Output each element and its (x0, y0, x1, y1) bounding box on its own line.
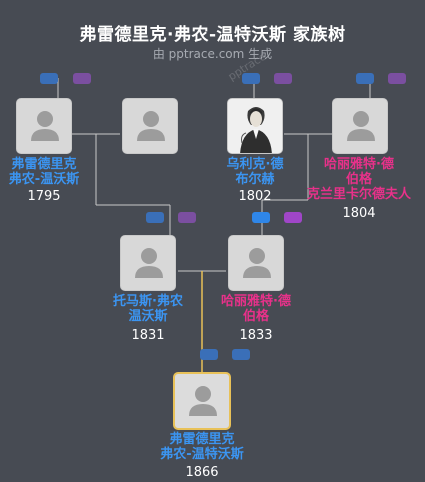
name-line: 温沃斯 (128, 309, 168, 324)
person-card[interactable] (122, 98, 178, 154)
expand-father-button[interactable] (200, 349, 218, 360)
name-line: 托马斯·弗农 (113, 294, 183, 309)
person-card[interactable] (16, 98, 72, 154)
avatar-icon (347, 111, 375, 141)
person-card[interactable] (120, 235, 176, 291)
expand-father-button[interactable] (242, 73, 260, 84)
expand-mother-button[interactable] (284, 212, 302, 223)
portrait-icon (228, 99, 282, 153)
person-year: 1795 (27, 189, 61, 204)
avatar-icon (189, 386, 217, 416)
name-line: 弗雷德里克 (169, 432, 235, 447)
expand-mother-button[interactable] (388, 73, 406, 84)
page-title: 弗雷德里克·弗农-温特沃斯 家族树 (79, 25, 346, 45)
person-year: 1802 (238, 189, 272, 204)
expand-mother-button[interactable] (178, 212, 196, 223)
person-year: 1866 (185, 465, 219, 480)
name-line: 伯格 (242, 309, 269, 324)
expand-father-button[interactable] (40, 73, 58, 84)
person-card[interactable] (228, 235, 284, 291)
name-line: 哈丽雅特·德 (324, 157, 394, 172)
name-line: 弗农-温沃斯 (8, 172, 80, 187)
expand-father-button[interactable] (252, 212, 270, 223)
person-year: 1804 (342, 206, 376, 221)
person-year: 1831 (131, 328, 165, 343)
focus-person-card[interactable] (173, 372, 231, 430)
expand-mother-button[interactable] (274, 73, 292, 84)
name-line: 弗雷德里克 (11, 157, 77, 172)
name-line: 克兰里卡尔德夫人 (306, 187, 411, 202)
avatar-icon (137, 111, 165, 141)
name-line: 弗农-温特沃斯 (160, 447, 244, 462)
person-name: 哈丽雅特·德 伯格 (206, 294, 306, 324)
avatar-icon (243, 248, 271, 278)
avatar-icon (31, 111, 59, 141)
person-card[interactable] (227, 98, 283, 154)
name-line: 乌利克·德 (226, 157, 284, 172)
person-name: 托马斯·弗农 温沃斯 (104, 294, 192, 324)
person-name: 乌利克·德 布尔赫 (212, 157, 298, 187)
expand-mother-button[interactable] (232, 349, 250, 360)
expand-father-button[interactable] (146, 212, 164, 223)
name-line: 伯格 (345, 172, 372, 187)
expand-mother-button[interactable] (73, 73, 91, 84)
name-line: 布尔赫 (235, 172, 275, 187)
person-name: 弗雷德里克 弗农-温特沃斯 (132, 432, 272, 462)
avatar-icon (135, 248, 163, 278)
person-name: 哈丽雅特·德 伯格 克兰里卡尔德夫人 (294, 157, 424, 202)
person-year: 1833 (239, 328, 273, 343)
name-line: 哈丽雅特·德 (221, 294, 291, 309)
expand-father-button[interactable] (356, 73, 374, 84)
person-name: 弗雷德里克 弗农-温沃斯 (0, 157, 88, 187)
page-subtitle: 由 pptrace.com 生成 (152, 47, 273, 61)
person-card[interactable] (332, 98, 388, 154)
